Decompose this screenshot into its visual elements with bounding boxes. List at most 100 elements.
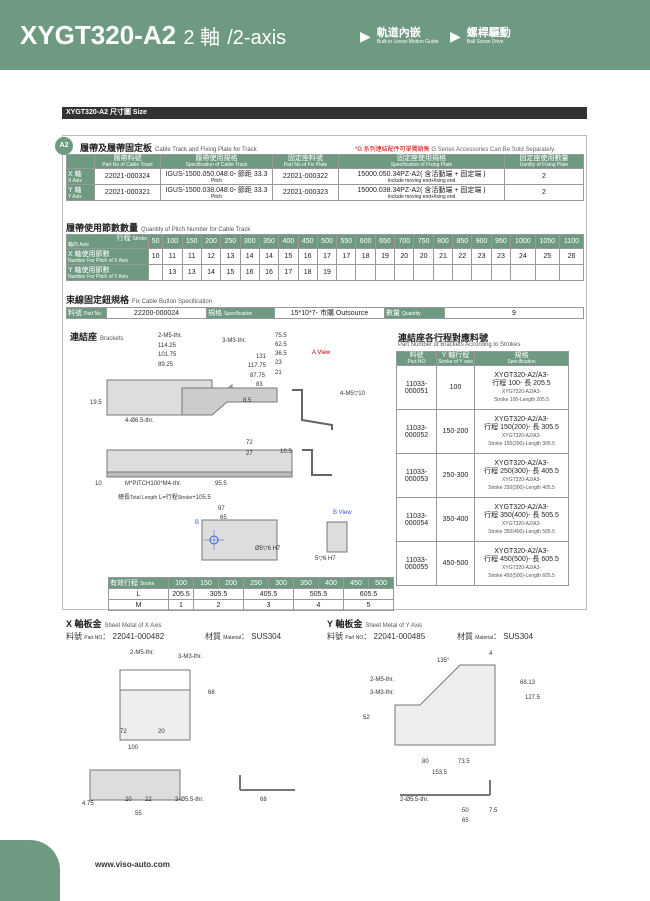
- pitch-cell: [534, 264, 561, 281]
- a-view-label: A View: [312, 350, 331, 356]
- website-url[interactable]: www.viso-auto.com: [95, 860, 170, 869]
- pitch-cell: 16: [297, 248, 318, 265]
- dim-label: 68.13: [520, 680, 536, 686]
- side-profile: [302, 449, 332, 476]
- pitch-cell: [394, 264, 415, 281]
- stroke-header: 350: [258, 234, 280, 249]
- stroke-header: 850: [452, 234, 473, 249]
- pitch-cell: [374, 264, 396, 281]
- stroke-header: 350: [293, 577, 319, 589]
- pitch-cell: 24: [510, 248, 536, 265]
- dim-label: 4: [489, 651, 493, 657]
- m-cell: 2: [193, 599, 244, 611]
- dim-label: 72: [120, 729, 127, 735]
- dim-label: 65: [462, 818, 469, 824]
- pitch-cell: 20: [394, 248, 415, 265]
- m-cell: 3: [243, 599, 294, 611]
- dim-label: 10.5: [280, 449, 292, 455]
- stroke-header: 250: [243, 577, 269, 589]
- pitch-cell: [413, 264, 434, 281]
- length-cell: 205.5: [168, 588, 194, 600]
- dim-label: 4.75: [82, 801, 94, 807]
- stroke-cell: 450-500: [436, 541, 475, 586]
- m-cell: 4: [293, 599, 344, 611]
- stroke-header: 500: [316, 234, 338, 249]
- stroke-header: 150: [193, 577, 219, 589]
- pitch-cell: 16: [258, 264, 280, 281]
- pitch-cell: 19: [316, 264, 338, 281]
- pitch-cell: 17: [316, 248, 338, 265]
- stroke-cell: 350-400: [436, 497, 475, 542]
- bracket-table-subtitle: Part Number of Brackets According to Str…: [398, 342, 521, 348]
- dim-label: 55: [135, 811, 142, 817]
- pitch-cell: 10: [147, 248, 164, 265]
- bracket-flange: [106, 471, 293, 478]
- dim-label: 62.5: [275, 342, 287, 348]
- dim-label: 135°: [437, 658, 450, 664]
- pitch-cell: [452, 264, 473, 281]
- dim-label: 10: [95, 481, 102, 487]
- y-sheet-part: 料號 Part NO： 22041-000485: [327, 632, 426, 641]
- y-sheet-drawing: [394, 664, 496, 796]
- pitch-cell: 14: [200, 264, 222, 281]
- stroke-header: 800: [432, 234, 454, 249]
- pitch-cell: 23: [490, 248, 512, 265]
- pitch-cell: 23: [471, 248, 492, 265]
- part-no-cell: 11033-000054: [396, 497, 437, 542]
- section-badge: A2: [55, 137, 73, 155]
- stroke-header: 100: [162, 234, 183, 249]
- dim-label: 80: [422, 759, 429, 765]
- stroke-header: 950: [490, 234, 512, 249]
- a-view-profile: [292, 389, 333, 430]
- dim-label: 20: [158, 729, 165, 735]
- pitch-cell: 14: [239, 248, 260, 265]
- stroke-header: 1100: [559, 234, 584, 249]
- part-no-cell: 11033-000055: [396, 541, 437, 586]
- stroke-header: 50: [147, 234, 164, 249]
- pitch-cell: 20: [413, 248, 434, 265]
- dim-label: 8.5: [243, 398, 252, 404]
- dim-label: 3-M3-thr.: [222, 338, 247, 344]
- pitch-cell: [471, 264, 492, 281]
- stroke-header: 150: [181, 234, 202, 249]
- stroke-cell: 150-200: [436, 409, 475, 454]
- x-sheet-drawing: [89, 669, 295, 801]
- pitch-cell: 17: [278, 264, 299, 281]
- dim-label: 3-M3-thr.: [370, 690, 395, 696]
- length-cell: 405.5: [243, 588, 294, 600]
- dim-label: 153.5: [432, 770, 448, 776]
- part-no-cell: 11033-000052: [396, 409, 437, 454]
- pitch-cell: [355, 264, 376, 281]
- pitch-cell: 13: [162, 264, 183, 281]
- part-no-cell: 11033-000053: [396, 453, 437, 498]
- dim-label: 36.5: [275, 351, 287, 357]
- pitch-cell: [510, 264, 536, 281]
- footer-tab: [0, 840, 60, 901]
- stroke-header: 900: [471, 234, 492, 249]
- stroke-header: 450: [297, 234, 318, 249]
- dim-label: 2-M5-thr.: [130, 650, 155, 656]
- dim-label: 3-Ø5.5-thr.: [175, 797, 204, 803]
- dim-label: 73.5: [458, 759, 470, 765]
- length-cell: 505.5: [293, 588, 344, 600]
- stroke-header: 200: [218, 577, 244, 589]
- dim-label: 4-Ø6.5-thr.: [125, 418, 154, 424]
- play-icon: ▶: [450, 28, 461, 44]
- dim-label: Ø5▽6 H7: [255, 546, 281, 552]
- dim-label: 117.75: [248, 363, 266, 369]
- b-view-label: B View: [333, 510, 352, 516]
- stroke-header: 500: [368, 577, 394, 589]
- stroke-header: 300: [268, 577, 294, 589]
